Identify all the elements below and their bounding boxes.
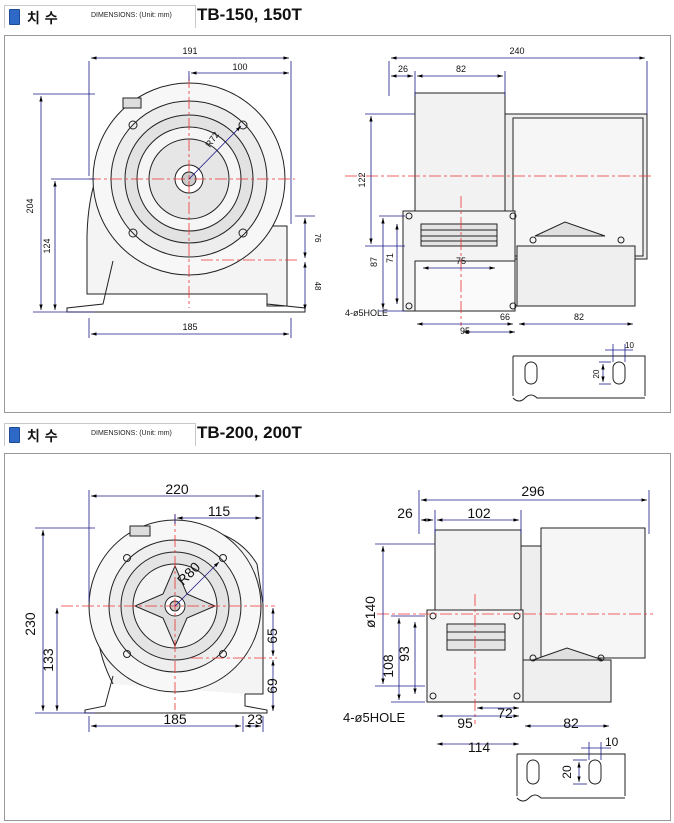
- dim-total-length: 240: [509, 46, 524, 56]
- dim-center-height: 133: [40, 648, 56, 672]
- model-title: TB-200, 200T: [197, 423, 302, 442]
- side-view: [426, 527, 646, 703]
- section-1-drawing-panel: 191 100 204 124 185 76 48 R72 24: [4, 35, 671, 413]
- dim-outlet-width: 75: [456, 256, 466, 266]
- dim-front-height: 204: [25, 198, 35, 213]
- tb200-drawing: 220 115 230 133 185 23 65 69 R80 29: [22, 481, 653, 802]
- dimensions-tab: 치 수 DIMENSIONS: (Unit: mm): [4, 5, 196, 28]
- side-center-lines: [377, 594, 653, 724]
- dim-front-width: 191: [182, 46, 197, 56]
- dim-bottom-mid: 72: [497, 705, 513, 721]
- front-view: [84, 519, 268, 714]
- dim-bottom-mid: 66: [500, 312, 510, 322]
- dim-flange: 26: [397, 505, 413, 521]
- dim-bottom-right: 82: [574, 312, 584, 322]
- dimensions-tab: 치 수 DIMENSIONS: (Unit: mm): [4, 423, 196, 446]
- dim-base-height: 108: [380, 654, 396, 678]
- dim-slot-width: 10: [625, 341, 634, 350]
- front-view: [66, 82, 306, 313]
- center-lines: [89, 76, 297, 308]
- slot-dimensions: [599, 344, 633, 385]
- tab-label-korean: 치 수: [27, 11, 58, 27]
- dim-lower-right: 48: [313, 282, 322, 291]
- tb150-drawing: 191 100 204 124 185 76 48 R72 24: [25, 46, 653, 402]
- dim-body: 102: [467, 505, 491, 521]
- dim-base-width: 185: [163, 711, 187, 727]
- section-1-header: 치 수 DIMENSIONS: (Unit: mm) TB-150, 150T: [0, 0, 674, 34]
- dim-slot-height: 20: [592, 369, 601, 378]
- dim-bottom-total: 114: [468, 739, 491, 755]
- dim-outlet-height: 93: [396, 646, 412, 662]
- dim-front-offset: 115: [208, 503, 231, 519]
- dim-total-length: 296: [521, 483, 545, 499]
- tab-label-korean: 치 수: [27, 429, 58, 445]
- dim-diameter: ø140: [362, 596, 378, 628]
- side-view-dimensions: [375, 490, 650, 746]
- dim-bottom-left: 95: [460, 326, 470, 336]
- side-view: [402, 92, 648, 312]
- dim-center-height: 124: [42, 238, 52, 253]
- dim-upper-right: 65: [264, 628, 280, 644]
- slot-detail: [516, 753, 626, 802]
- dim-bottom-left: 95: [457, 715, 473, 731]
- dim-lower-right: 69: [264, 678, 280, 694]
- dim-upper-right: 76: [313, 234, 322, 243]
- dim-slot-width: 10: [605, 735, 619, 749]
- dim-bottom-right: 82: [563, 715, 579, 731]
- tab-label-units: DIMENSIONS: (Unit: mm): [91, 430, 172, 437]
- center-lines: [61, 514, 277, 710]
- dim-base-height: 87: [369, 257, 379, 267]
- dim-flange: 26: [398, 64, 408, 74]
- side-view-dimensions: [365, 56, 648, 334]
- dim-slot-height: 20: [560, 765, 574, 779]
- hole-label: 4-ø5HOLE: [345, 308, 388, 318]
- dim-body: 82: [456, 64, 466, 74]
- dim-side-height: 122: [357, 172, 367, 187]
- document-icon: [9, 427, 20, 443]
- side-center-lines: [345, 175, 653, 326]
- model-title: TB-150, 150T: [197, 5, 302, 24]
- dim-front-offset: 100: [232, 62, 247, 72]
- section-2-header: 치 수 DIMENSIONS: (Unit: mm) TB-200, 200T: [0, 418, 674, 452]
- document-icon: [9, 9, 20, 25]
- tab-label-units: DIMENSIONS: (Unit: mm): [91, 12, 172, 19]
- front-view-dimensions: [33, 56, 315, 338]
- section-2-drawing-panel: 220 115 230 133 185 23 65 69 R80 29: [4, 453, 671, 821]
- dim-outlet-height: 71: [385, 253, 395, 263]
- hole-label: 4-ø5HOLE: [343, 710, 405, 725]
- dim-front-height: 230: [22, 612, 38, 636]
- dim-front-width: 220: [165, 481, 189, 497]
- front-view-dimensions: [35, 490, 275, 732]
- dim-base-width: 185: [182, 322, 197, 332]
- slot-dimensions: [573, 742, 611, 785]
- slot-detail: [512, 355, 646, 402]
- dim-base-offset: 23: [247, 711, 263, 727]
